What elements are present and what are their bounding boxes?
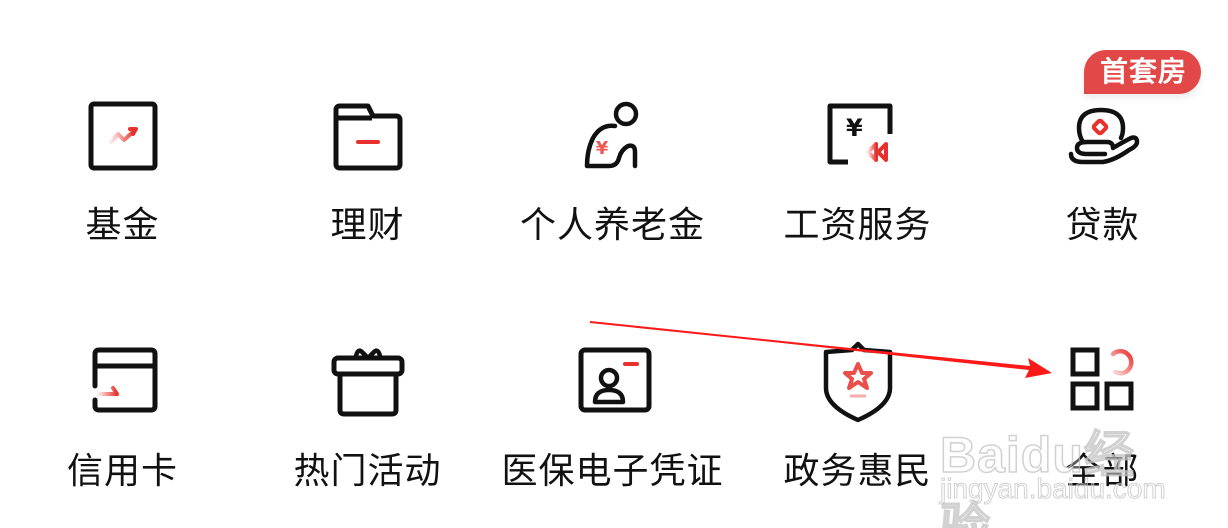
- credit-card-icon: [83, 340, 163, 420]
- menu-item-all[interactable]: 全部: [980, 340, 1225, 494]
- menu-item-label: 热门活动: [293, 451, 442, 492]
- menu-item-salary[interactable]: ¥ 工资服务: [735, 96, 980, 248]
- fund-chart-icon: [83, 96, 163, 176]
- menu-item-fund[interactable]: 基金: [0, 96, 245, 248]
- menu-item-government-services[interactable]: 政务惠民: [735, 340, 980, 494]
- first-home-badge: 首套房: [1084, 50, 1202, 94]
- menu-item-label: 基金: [85, 205, 160, 246]
- wealth-folder-icon: [328, 96, 408, 176]
- svg-text:¥: ¥: [595, 138, 608, 159]
- menu-item-label: 政务惠民: [783, 451, 932, 492]
- medical-insurance-card-icon: [573, 340, 653, 420]
- menu-item-credit-card[interactable]: 信用卡: [0, 340, 245, 494]
- menu-item-medical-insurance[interactable]: 医保电子凭证: [490, 340, 735, 494]
- menu-item-label: 贷款: [1065, 205, 1140, 246]
- menu-item-label: 理财: [330, 205, 405, 246]
- menu-item-promotions[interactable]: 热门活动: [245, 340, 490, 494]
- pension-elder-icon: ¥: [573, 96, 653, 176]
- menu-item-label: 医保电子凭证: [501, 451, 724, 492]
- menu-item-label: 工资服务: [783, 205, 932, 246]
- government-shield-star-icon: [818, 340, 898, 423]
- loan-hand-coin-icon: [1063, 96, 1143, 176]
- svg-text:¥: ¥: [846, 114, 863, 142]
- menu-item-label: 个人养老金: [519, 205, 705, 246]
- menu-item-loan[interactable]: 贷款: [980, 96, 1225, 248]
- salary-service-icon: ¥: [818, 96, 898, 176]
- gift-box-icon: [328, 340, 408, 420]
- menu-item-wealth[interactable]: 理财: [245, 96, 490, 248]
- menu-item-label: 信用卡: [66, 451, 178, 492]
- menu-item-pension[interactable]: ¥ 个人养老金: [490, 96, 735, 248]
- all-apps-grid-icon: [1063, 340, 1143, 420]
- menu-item-label: 全部: [1065, 451, 1140, 492]
